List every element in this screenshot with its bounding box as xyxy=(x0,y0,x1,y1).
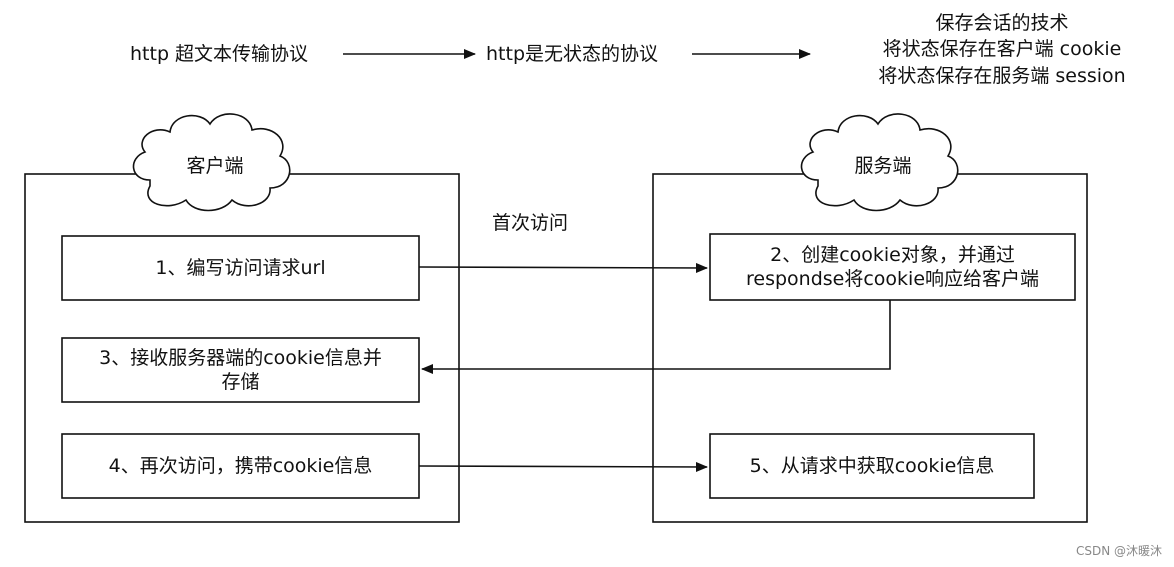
box-2-label: 2、创建cookie对象，并通过 respondse将cookie响应给客户端 xyxy=(710,234,1075,300)
box-3 xyxy=(61,337,420,403)
client-title: 客户端 xyxy=(186,155,244,177)
session-tech-cookie: 将状态保存在客户端 cookie xyxy=(882,38,1122,60)
box-5 xyxy=(709,433,1035,499)
flow-step-http: http 超文本传输协议 xyxy=(130,43,309,65)
box-2-line-1: 2、创建cookie对象，并通过 xyxy=(770,244,1015,266)
server-title: 服务端 xyxy=(854,155,912,177)
box-2 xyxy=(709,233,1076,301)
box-3-line-1: 3、接收服务器端的cookie信息并 xyxy=(99,347,382,369)
first-visit-label: 首次访问 xyxy=(492,212,569,234)
box-1-label: 1、编写访问请求url xyxy=(155,257,326,279)
box-5-label: 5、从请求中获取cookie信息 xyxy=(749,455,995,477)
arrow-4-to-5 xyxy=(418,461,708,472)
server-cloud xyxy=(800,113,959,212)
box-3-line-2: 存储 xyxy=(221,371,260,393)
arrow-2-to-3 xyxy=(421,300,891,374)
box-1 xyxy=(61,235,420,301)
box-4-label: 4、再次访问，携带cookie信息 xyxy=(108,455,373,477)
flow-step-stateless: http是无状态的协议 xyxy=(486,43,659,65)
arrow-1-to-2 xyxy=(418,262,708,273)
box-4 xyxy=(61,433,420,499)
session-tech-session: 将状态保存在服务端 session xyxy=(878,65,1126,87)
box-2-line-2: respondse将cookie响应给客户端 xyxy=(745,268,1040,290)
box-3-label: 3、接收服务器端的cookie信息并 存储 xyxy=(62,338,419,402)
csdn-watermark: CSDN @沐暖沐 xyxy=(1075,544,1162,558)
session-tech-title: 保存会话的技术 xyxy=(935,12,1069,34)
client-cloud xyxy=(132,113,291,212)
